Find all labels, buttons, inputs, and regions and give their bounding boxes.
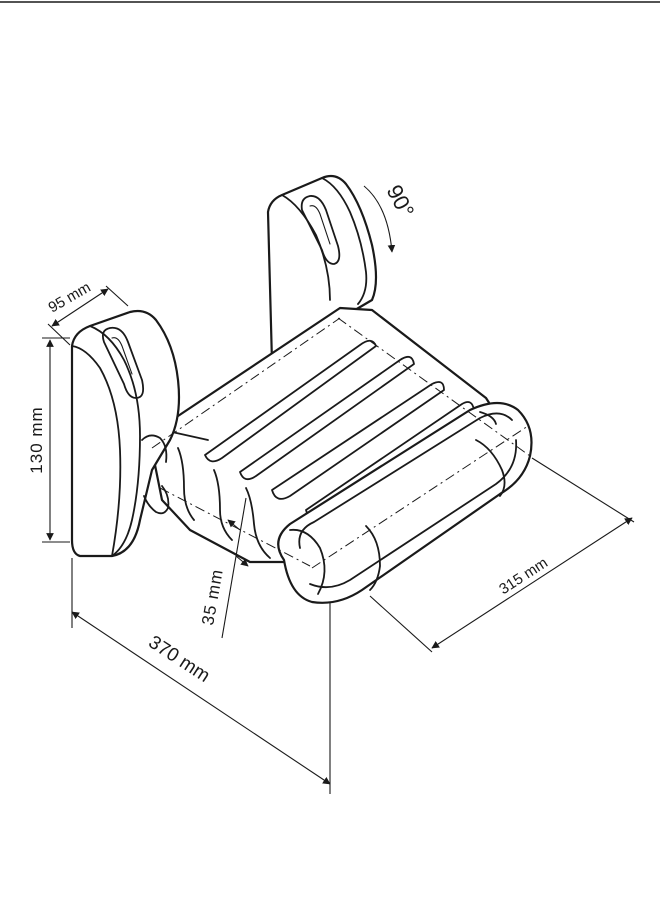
dimension-370mm-label: 370 mm — [144, 632, 213, 687]
dimension-95mm-label: 95 mm — [46, 279, 94, 317]
rear-wall-bracket — [266, 174, 378, 364]
dimension-35mm-label: 35 mm — [198, 567, 227, 626]
dimension-370mm: 370 mm — [71, 558, 331, 794]
rotation-90-label: 90° — [382, 181, 420, 222]
dimension-130mm-label: 130 mm — [27, 406, 46, 473]
dimension-130mm: 130 mm — [27, 337, 70, 543]
front-wall-bracket — [70, 309, 181, 558]
front-tube — [277, 401, 533, 604]
rotation-90-indicator: 90° — [363, 181, 420, 253]
